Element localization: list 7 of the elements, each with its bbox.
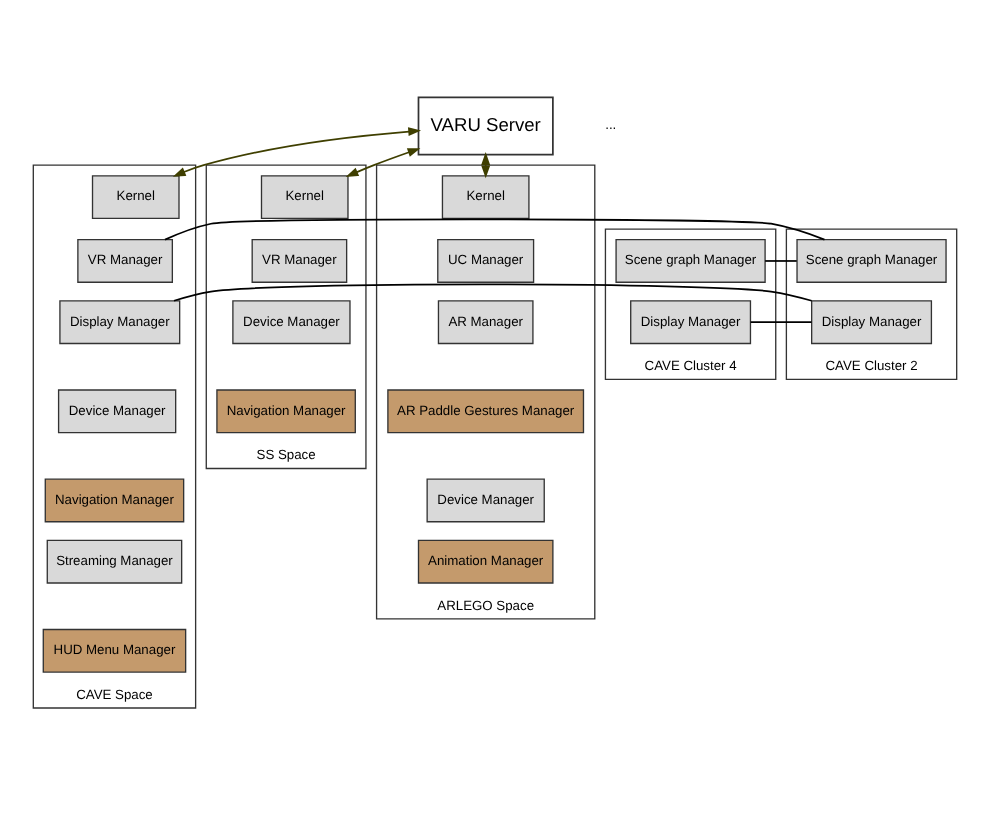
connector: [749, 321, 813, 324]
connector: [764, 260, 798, 262]
arrow: [172, 127, 422, 177]
node-box: VARU Server: [417, 96, 554, 156]
connector: [173, 283, 813, 302]
arrow: [345, 148, 421, 177]
connector: [164, 218, 826, 241]
